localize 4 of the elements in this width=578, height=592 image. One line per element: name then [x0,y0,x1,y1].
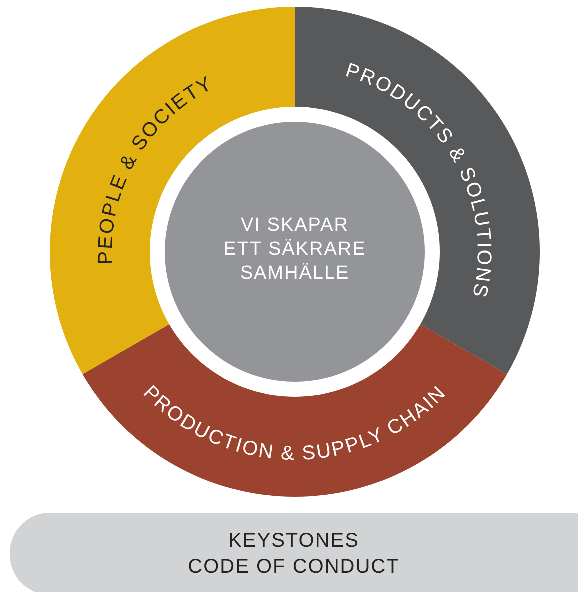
center-label: VI SKAPAR ETT SÄKRARE SAMHÄLLE [222,214,368,286]
pill-label: KEYSTONES [228,529,360,554]
pill-label: CODE OF CONDUCT [188,555,401,580]
foundation-pill [10,513,578,592]
